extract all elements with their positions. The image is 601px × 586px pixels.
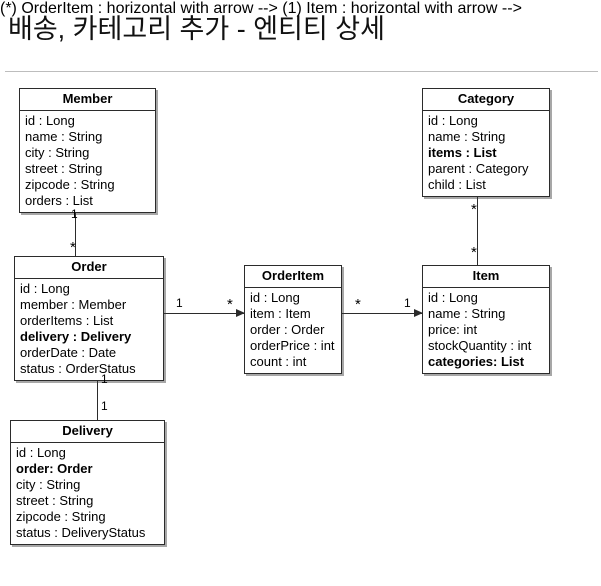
entity-attribute: items : List [428, 145, 497, 160]
entity-box-item[interactable]: Item id : Long name : String price: int … [422, 265, 550, 374]
entity-attribute: order: Order [16, 461, 93, 476]
multiplicity-orderitem-item-from: * [355, 296, 361, 313]
entity-attributes-category: id : Long name : String items : List par… [423, 111, 549, 196]
entity-attribute: categories: List [428, 354, 525, 369]
entity-attribute: name : String [428, 306, 506, 321]
entity-attribute: price: int [428, 322, 478, 337]
entity-attribute: order : Order [250, 322, 325, 337]
entity-attribute: name : String [25, 129, 103, 144]
page-title: 배송, 카테고리 추가 - 엔티티 상세 [8, 14, 385, 44]
entity-attribute: id : Long [20, 281, 70, 296]
entity-attribute: status : OrderStatus [20, 361, 136, 376]
entity-title-delivery: Delivery [11, 421, 164, 443]
entity-title-order: Order [15, 257, 163, 279]
entity-attribute: orderItems : List [20, 313, 114, 328]
entity-box-delivery[interactable]: Delivery id : Long order: Order city : S… [10, 420, 165, 545]
multiplicity-order-delivery-from: 1 [101, 372, 108, 386]
multiplicity-member-order-to: * [70, 239, 76, 256]
edge-member-order [75, 195, 77, 258]
entity-title-orderitem: OrderItem [245, 266, 341, 288]
entity-attribute: zipcode : String [16, 509, 106, 524]
entity-box-order[interactable]: Order id : Long member : Member orderIte… [14, 256, 164, 381]
entity-attribute: id : Long [428, 290, 478, 305]
entity-attribute: orders : List [25, 193, 93, 208]
edge-orderitem-item [341, 313, 424, 315]
entity-attributes-orderitem: id : Long item : Item order : Order orde… [245, 288, 341, 373]
edge-order-orderitem [164, 313, 246, 315]
entity-attributes-order: id : Long member : Member orderItems : L… [15, 279, 163, 380]
multiplicity-order-orderitem-to: * [227, 296, 233, 313]
entity-attribute: id : Long [250, 290, 300, 305]
entity-attribute: id : Long [16, 445, 66, 460]
entity-attribute: city : String [25, 145, 90, 160]
entity-title-member: Member [20, 89, 155, 111]
arrowhead-order-orderitem [236, 309, 245, 317]
entity-attribute: orderPrice : int [250, 338, 335, 353]
entity-attribute: member : Member [20, 297, 127, 312]
entity-title-item: Item [423, 266, 549, 288]
multiplicity-order-orderitem-from: 1 [176, 296, 183, 310]
entity-attribute: parent : Category [428, 161, 529, 176]
entity-attribute: zipcode : String [25, 177, 115, 192]
entity-attribute: orderDate : Date [20, 345, 117, 360]
title-divider [5, 71, 598, 72]
multiplicity-item-category-from: * [471, 201, 477, 218]
entity-attribute: street : String [16, 493, 94, 508]
entity-attribute: name : String [428, 129, 506, 144]
entity-attributes-member: id : Long name : String city : String st… [20, 111, 155, 212]
multiplicity-order-delivery-to: 1 [101, 399, 108, 413]
entity-attribute: stockQuantity : int [428, 338, 532, 353]
entity-attribute: child : List [428, 177, 486, 192]
entity-attribute: city : String [16, 477, 81, 492]
entity-box-member[interactable]: Member id : Long name : String city : St… [19, 88, 156, 213]
entity-box-category[interactable]: Category id : Long name : String items :… [422, 88, 550, 197]
entity-title-category: Category [423, 89, 549, 111]
edge-item-category [477, 185, 479, 266]
multiplicity-orderitem-item-to: 1 [404, 296, 411, 310]
edge-order-delivery [97, 368, 99, 422]
entity-attribute: count : int [250, 354, 307, 369]
entity-attribute: street : String [25, 161, 103, 176]
entity-attribute: id : Long [25, 113, 75, 128]
entity-attributes-item: id : Long name : String price: int stock… [423, 288, 549, 373]
multiplicity-item-category-to: * [471, 244, 477, 261]
entity-attribute: item : Item [250, 306, 311, 321]
entity-attribute: status : DeliveryStatus [16, 525, 146, 540]
entity-attributes-delivery: id : Long order: Order city : String str… [11, 443, 164, 544]
entity-box-orderitem[interactable]: OrderItem id : Long item : Item order : … [244, 265, 342, 374]
multiplicity-member-order-from: 1 [71, 207, 78, 221]
arrowhead-orderitem-item [414, 309, 423, 317]
entity-attribute: id : Long [428, 113, 478, 128]
entity-attribute: delivery : Delivery [20, 329, 132, 344]
